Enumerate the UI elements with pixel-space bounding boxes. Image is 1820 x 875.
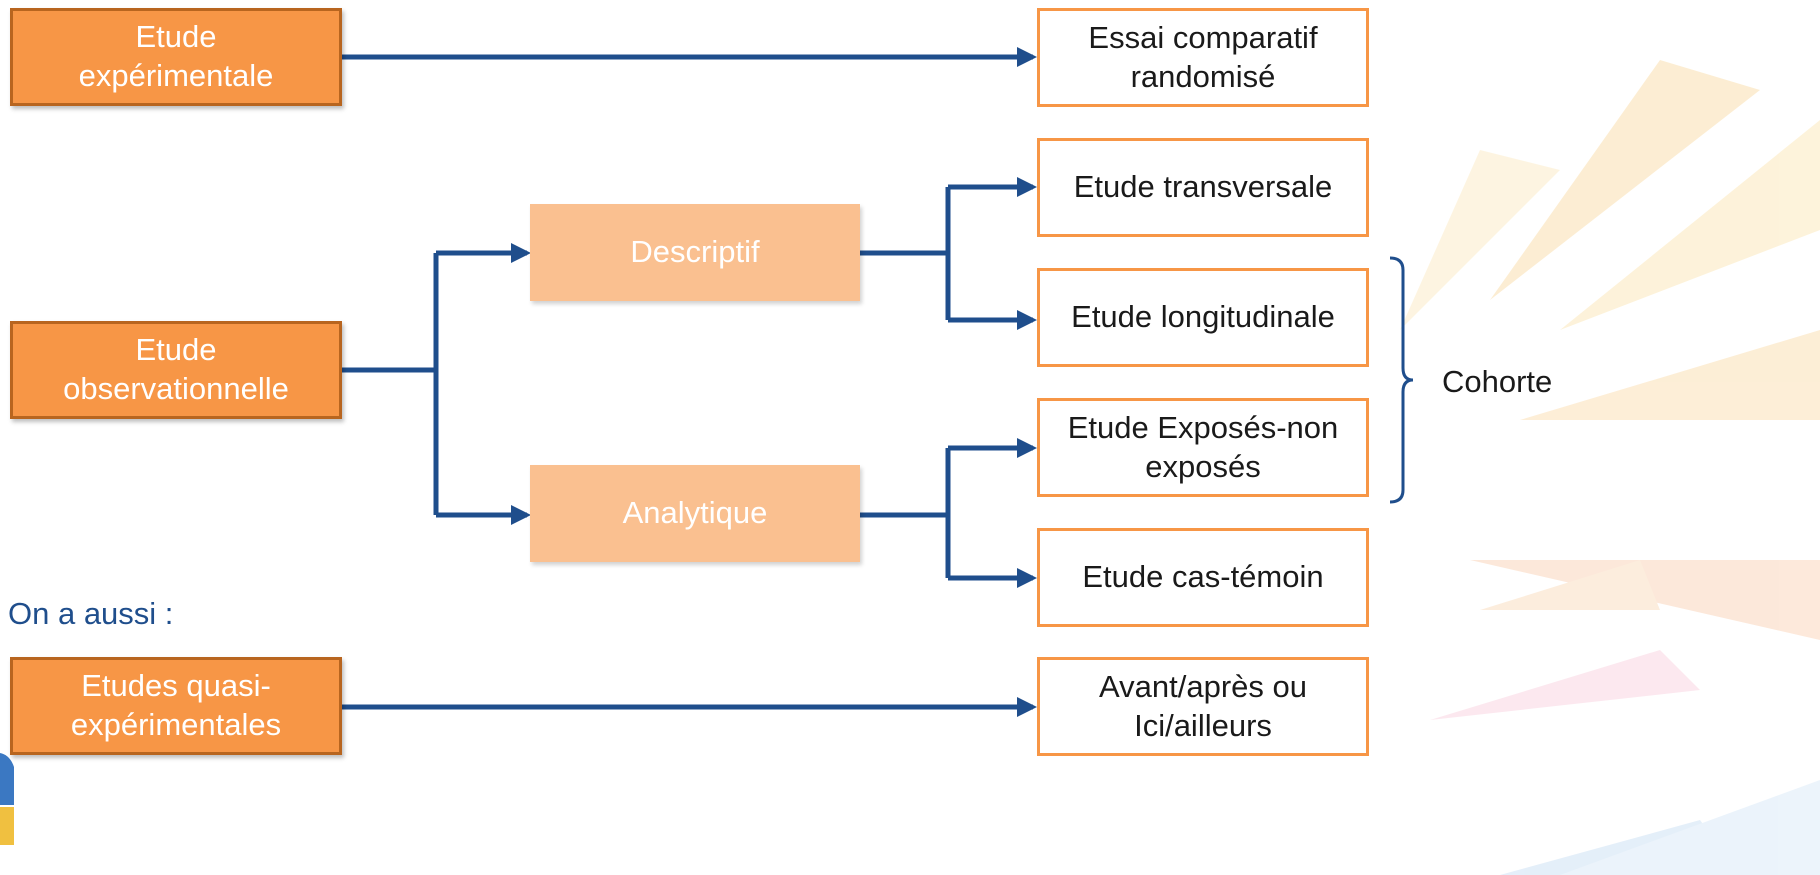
node-etude-longitudinale: Etude longitudinale — [1037, 268, 1369, 367]
node-descriptif: Descriptif — [530, 204, 860, 301]
sunburst-ray — [1480, 560, 1660, 610]
sunburst-ray — [1400, 150, 1560, 330]
sunburst-ray — [1520, 330, 1820, 420]
node-etude-cas-temoin: Etude cas-témoin — [1037, 528, 1369, 627]
node-etude-transversale: Etude transversale — [1037, 138, 1369, 237]
also-label: On a aussi : — [8, 596, 174, 631]
cohort-label: Cohorte — [1442, 364, 1553, 399]
node-essai-comparatif-randomise: Essai comparatif randomisé — [1037, 8, 1369, 107]
sunburst-ray — [1430, 650, 1700, 720]
node-etude-observationnelle: Etude observationnelle — [10, 321, 342, 419]
logo-fragment-icon — [0, 753, 14, 845]
sunburst-ray — [1500, 820, 1740, 875]
node-avant-apres-ici-ailleurs: Avant/après ou Ici/ailleurs — [1037, 657, 1369, 756]
node-etude-experimentale: Etude expérimentale — [10, 8, 342, 106]
node-etude-exposes-non-exposes: Etude Exposés-non exposés — [1037, 398, 1369, 497]
sunburst-ray — [1560, 780, 1820, 875]
node-analytique: Analytique — [530, 465, 860, 562]
sunburst-ray — [1470, 560, 1820, 640]
sunburst-ray — [1490, 60, 1760, 300]
sunburst-ray — [1560, 120, 1820, 330]
node-etudes-quasi-experimentales: Etudes quasi- expérimentales — [10, 657, 342, 755]
